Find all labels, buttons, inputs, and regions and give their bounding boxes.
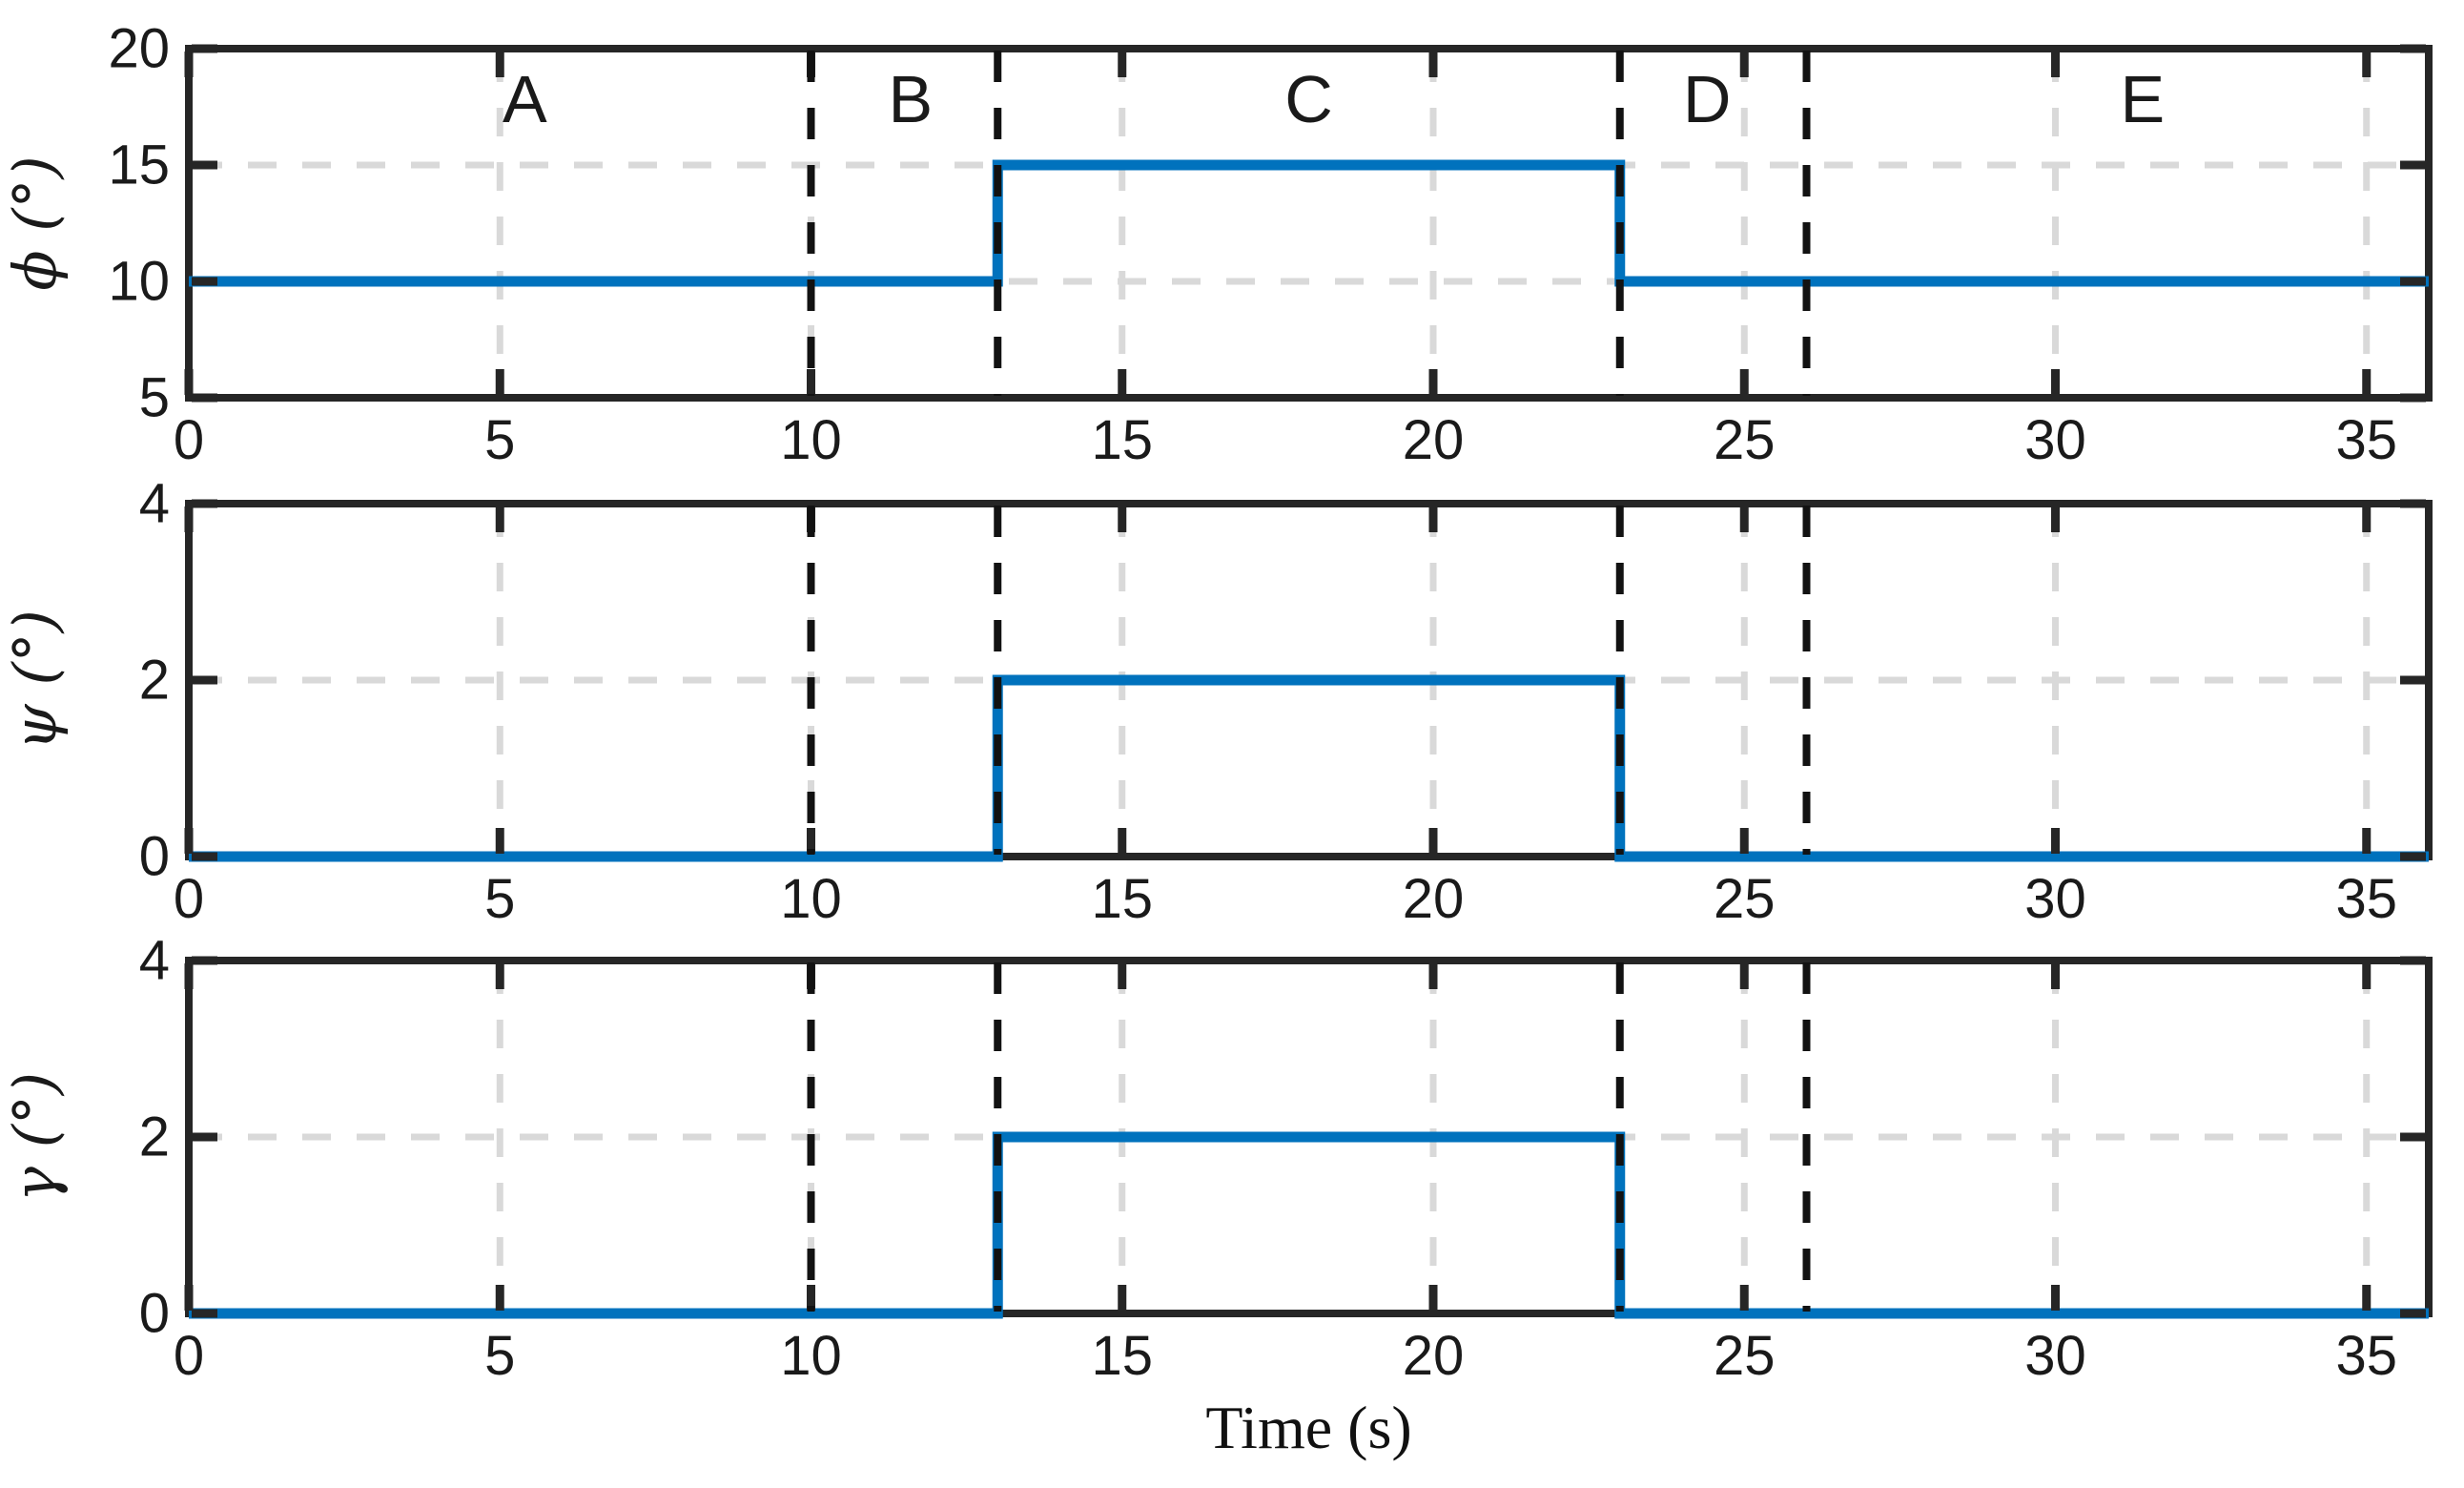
region-label-B: B <box>889 62 934 136</box>
x-tick-label: 15 <box>1091 409 1153 471</box>
y-tick-label: 5 <box>139 367 170 429</box>
y-axis-title: ψ (°) <box>0 610 70 751</box>
x-tick-label: 35 <box>2335 868 2397 930</box>
x-tick-label: 5 <box>484 868 515 930</box>
x-tick-label: 30 <box>2024 1325 2086 1387</box>
x-tick-label: 5 <box>484 1325 515 1387</box>
y-tick-label: 20 <box>108 18 170 80</box>
x-tick-label: 10 <box>780 868 842 930</box>
y-tick-label: 4 <box>139 473 170 535</box>
y-tick-label: 0 <box>139 1283 170 1345</box>
series-line-phi <box>189 159 2429 287</box>
x-tick-label: 30 <box>2024 868 2086 930</box>
x-tick-label: 20 <box>1403 409 1465 471</box>
series-line-gamma <box>189 1131 2429 1319</box>
series-line-psi <box>189 674 2429 862</box>
x-tick-label: 0 <box>174 1325 204 1387</box>
y-axis-title: γ (°) <box>0 1072 70 1202</box>
region-label-C: C <box>1284 62 1333 136</box>
x-tick-label: 30 <box>2024 409 2086 471</box>
y-axis-title: ϕ (°) <box>0 155 70 290</box>
x-tick-label: 25 <box>1714 409 1776 471</box>
region-label-E: E <box>2120 62 2165 136</box>
x-tick-label: 0 <box>174 409 204 471</box>
y-tick-label: 2 <box>139 1106 170 1168</box>
x-tick-label: 5 <box>484 409 515 471</box>
x-tick-label: 10 <box>780 409 842 471</box>
axes-box <box>185 500 2433 860</box>
region-label-A: A <box>503 62 547 136</box>
axes-box <box>185 45 2433 402</box>
region-label-D: D <box>1683 62 1732 136</box>
y-tick-label: 4 <box>139 930 170 992</box>
y-tick-label: 15 <box>108 134 170 196</box>
x-tick-label: 35 <box>2335 1325 2397 1387</box>
x-tick-label: 15 <box>1091 868 1153 930</box>
x-tick-label: 25 <box>1714 868 1776 930</box>
x-tick-label: 20 <box>1403 1325 1465 1387</box>
x-tick-label: 15 <box>1091 1325 1153 1387</box>
x-tick-label: 20 <box>1403 868 1465 930</box>
x-tick-label: 10 <box>780 1325 842 1387</box>
x-tick-label: 35 <box>2335 409 2397 471</box>
y-tick-label: 10 <box>108 251 170 313</box>
x-tick-label: 25 <box>1714 1325 1776 1387</box>
x-tick-label: 0 <box>174 868 204 930</box>
y-tick-label: 2 <box>139 650 170 712</box>
y-tick-label: 0 <box>139 826 170 888</box>
axes-box <box>185 957 2433 1317</box>
x-axis-title: Time (s) <box>1205 1394 1411 1461</box>
